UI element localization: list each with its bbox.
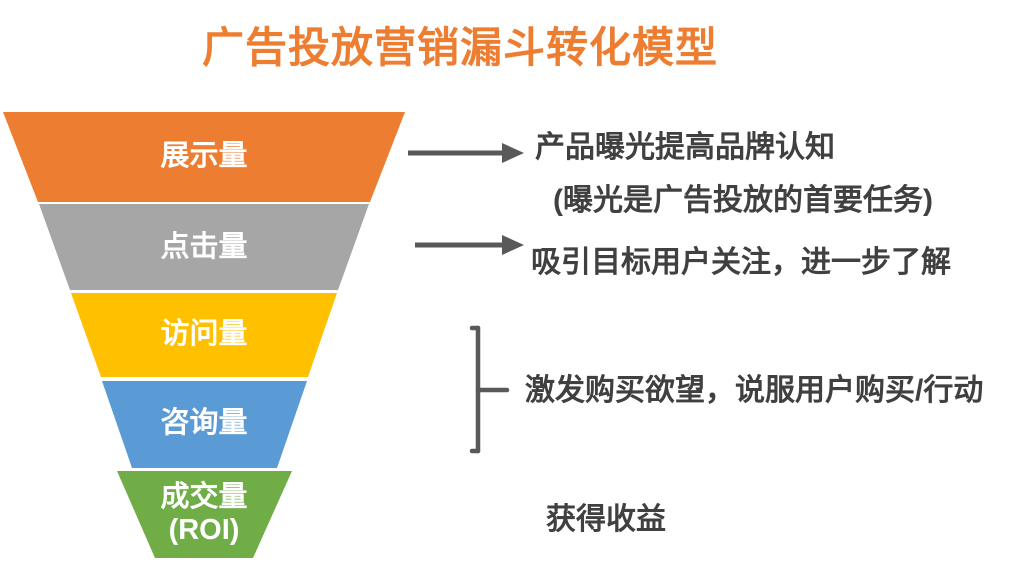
funnel-layer-impressions	[3, 112, 405, 202]
annotation-consideration: 激发购买欲望，说服用户购买/行动	[525, 374, 984, 407]
funnel-layer-inquiries	[102, 381, 307, 468]
annotation-impressions-line2: (曝光是广告投放的首要任务)	[553, 184, 933, 217]
arrow-right-icon	[415, 235, 524, 255]
page-title: 广告投放营销漏斗转化模型	[201, 24, 718, 71]
annotation-clicks: 吸引目标用户关注，进一步了解	[531, 246, 951, 279]
funnel-layer-visits	[71, 293, 337, 377]
arrow-right-icon	[408, 143, 524, 163]
funnel-layer-clicks	[39, 204, 369, 290]
funnel-layer-deals	[117, 471, 292, 558]
annotation-impressions-line1: 产品曝光提高品牌认知	[535, 131, 835, 164]
annotation-revenue: 获得收益	[546, 503, 666, 536]
bracket-icon	[469, 325, 510, 454]
